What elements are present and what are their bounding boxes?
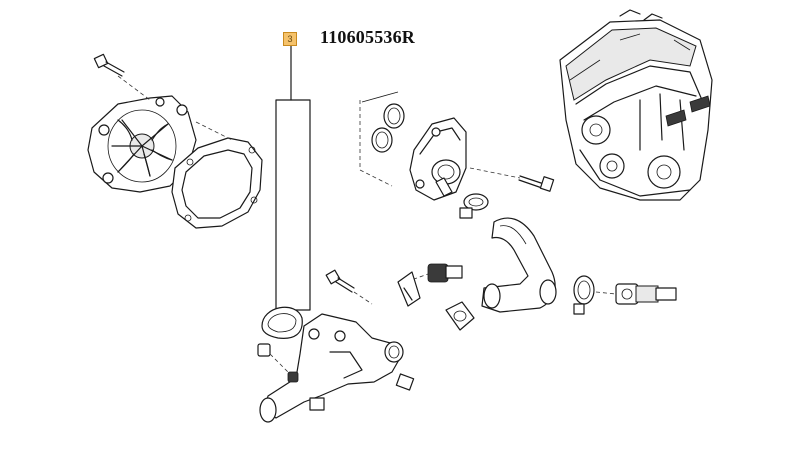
callout-number-badge[interactable]: 3 xyxy=(283,32,297,46)
temperature-sensor-icon xyxy=(595,283,677,305)
coolant-outlet-housing-icon xyxy=(259,313,415,423)
engine-illustration-icon xyxy=(559,9,713,201)
callout-leader xyxy=(275,45,311,311)
bolt-icon xyxy=(93,53,125,77)
hose-clamp-icon xyxy=(445,301,475,331)
water-pump-icon xyxy=(87,95,197,193)
o-ring-seal-icon xyxy=(261,306,303,339)
hose-clamp-icon xyxy=(459,193,489,219)
bolt-icon xyxy=(469,167,555,192)
temperature-sensor-icon xyxy=(399,263,463,285)
thermostat-housing-icon xyxy=(409,117,467,201)
hose-clamp-icon xyxy=(573,275,595,315)
hose-clamp-icon xyxy=(397,271,421,307)
o-ring-seal-icon xyxy=(359,91,405,187)
bolt-icon xyxy=(325,269,373,305)
gasket-icon xyxy=(171,137,263,229)
coolant-hose-icon xyxy=(481,217,557,313)
part-number-label: 110605536R xyxy=(320,27,416,47)
bolt-icon xyxy=(257,343,299,383)
